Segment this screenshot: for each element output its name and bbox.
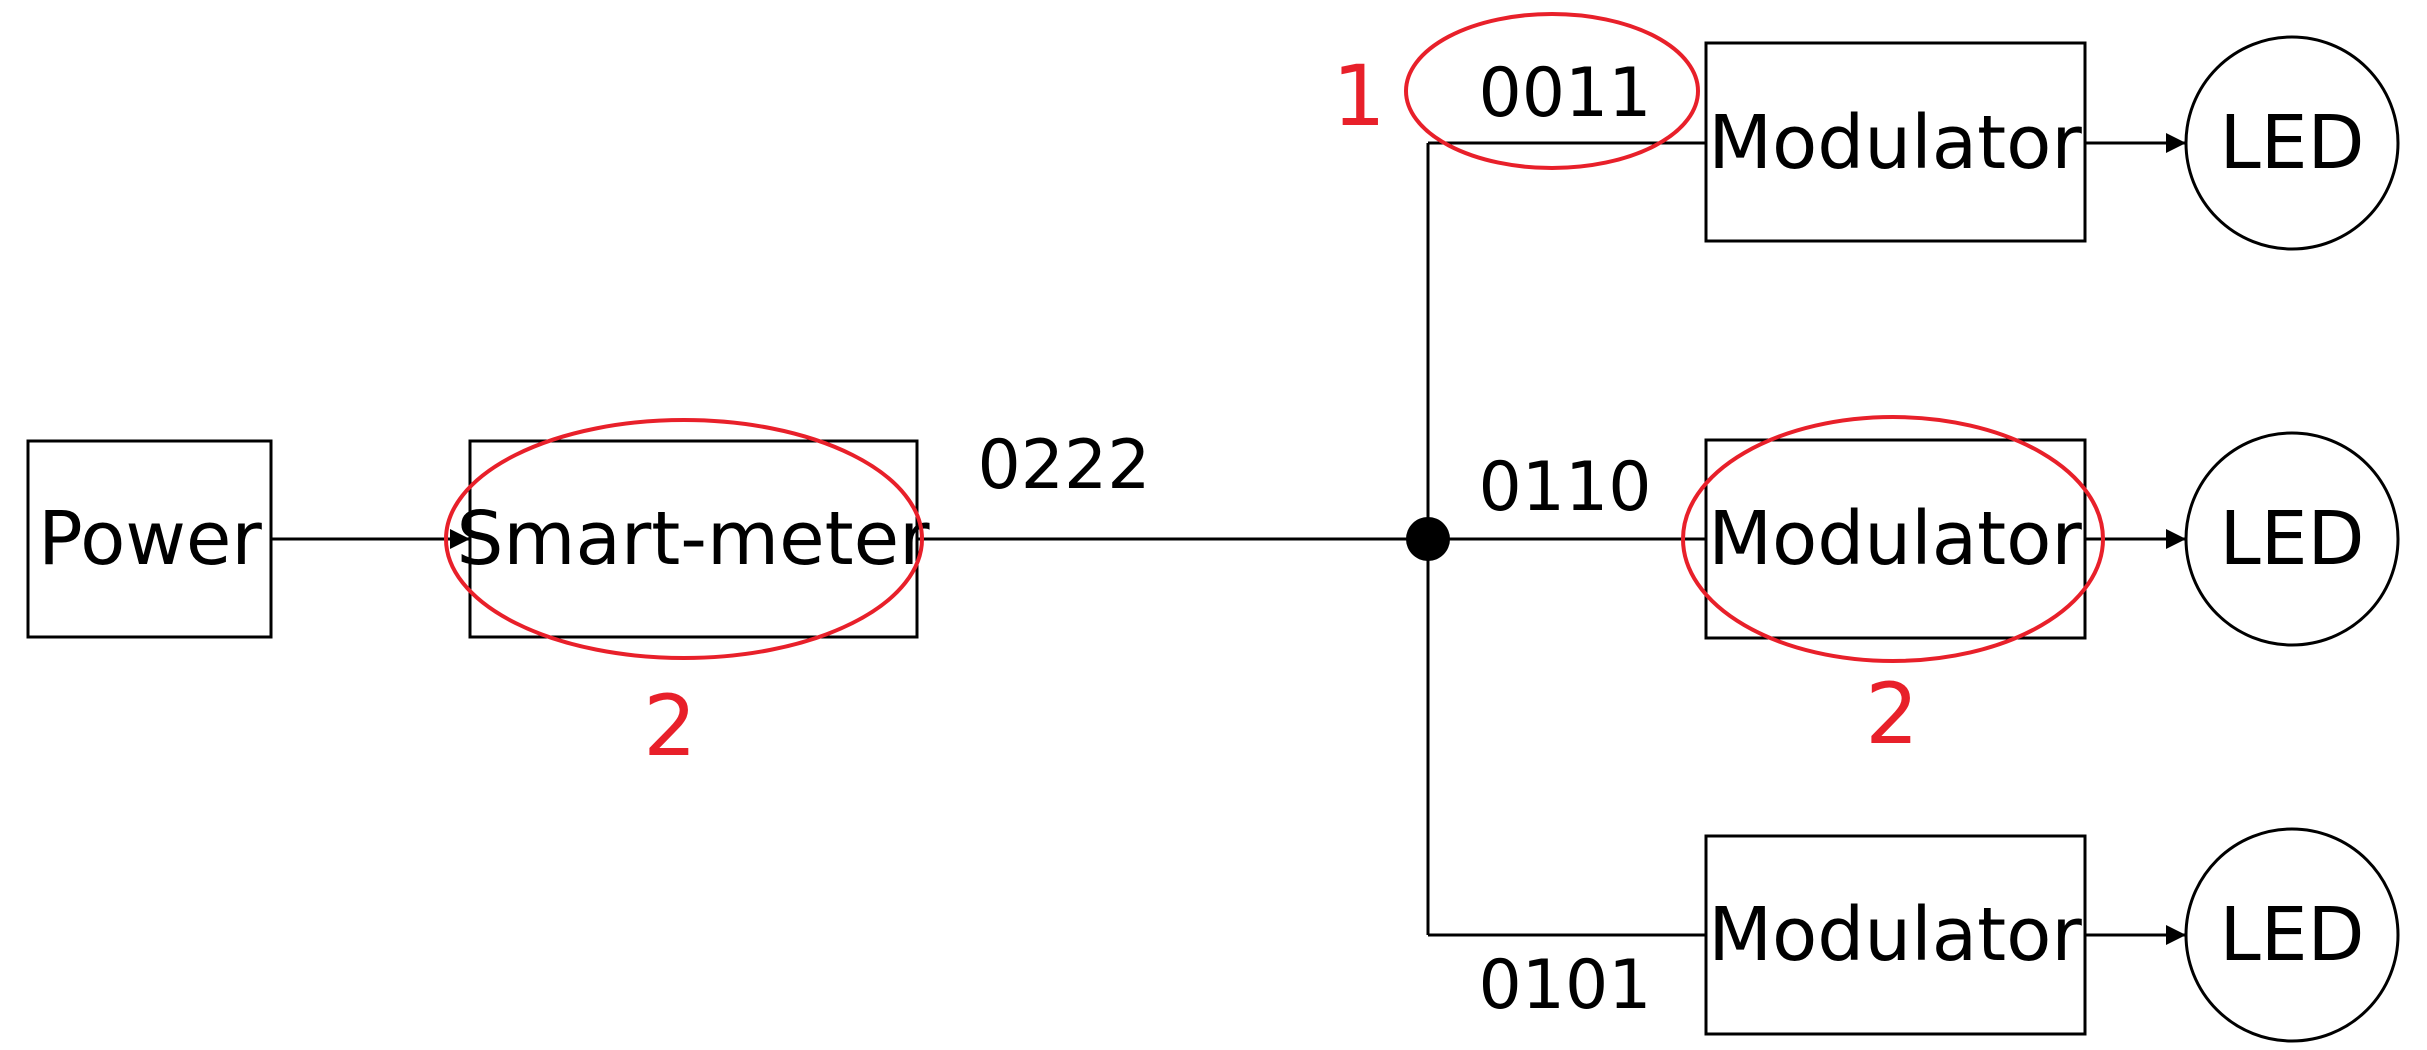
junction-dot [1406,517,1450,561]
modulator-mid-node: Modulator [1704,438,2087,640]
annotation-layer: 1 2 2 [444,12,2105,775]
led-mid-node: LED [2184,431,2400,647]
top-code-label: 0011 [1478,54,1651,133]
led-bot-label: LED [2220,892,2365,978]
smart-meter-label: Smart-meter [456,496,930,582]
modulator-top-label: Modulator [1708,100,2082,186]
modulator-top-node: Modulator [1704,41,2087,243]
smart-meter-highlight-ellipse [444,418,924,660]
bot-code-label: 0101 [1478,946,1651,1025]
power-label: Power [38,496,262,582]
power-node: Power [26,439,273,639]
smart-meter-node: Smart-meter [456,439,930,639]
main-code-label: 0222 [977,426,1150,505]
modulator-highlight-ellipse [1681,415,2105,663]
led-bot-node: LED [2184,827,2400,1043]
top-code-highlight-ellipse [1404,12,1700,170]
modulator-bot-node: Modulator [1704,834,2087,1036]
smart-meter-mark: 2 [643,677,696,775]
led-top-node: LED [2184,35,2400,251]
modulator-bot-label: Modulator [1708,892,2082,978]
led-mid-label: LED [2220,496,2365,582]
modulator-mark: 2 [1865,665,1918,763]
mid-code-label: 0110 [1478,448,1651,527]
modulator-mid-label: Modulator [1708,496,2082,582]
top-code-mark: 1 [1332,47,1385,145]
led-top-label: LED [2220,100,2365,186]
